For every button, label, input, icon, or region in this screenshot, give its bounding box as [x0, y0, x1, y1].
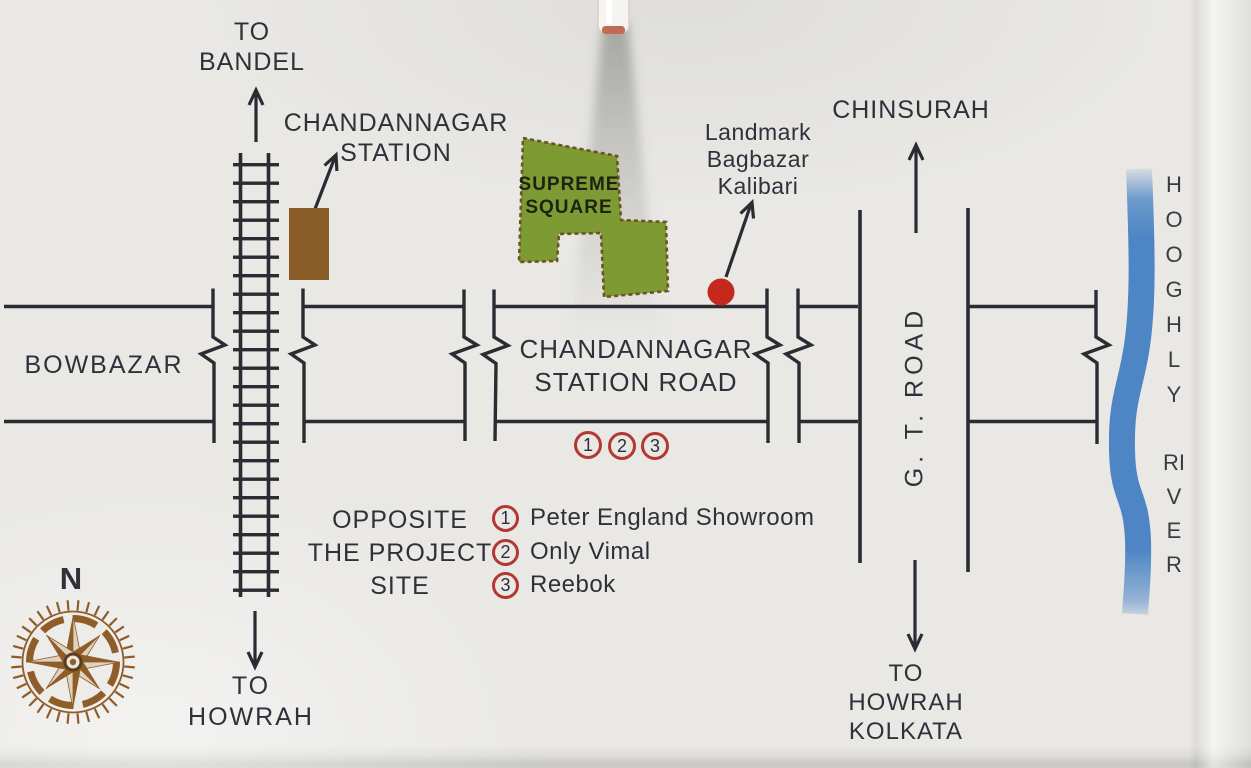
legend-item-2-label: Only Vimal — [530, 538, 651, 565]
road-marker-1: 1 — [574, 431, 602, 459]
supreme-line2: SQUARE — [525, 197, 613, 218]
station-building — [289, 208, 329, 280]
legend-heading-line1: OPPOSITE — [332, 506, 468, 534]
legend-item-1-circle: 1 — [492, 504, 519, 532]
landmark-pointer-arrow — [724, 199, 756, 278]
station-road-lines — [4, 304, 1096, 424]
chinsurah-label: CHINSURAH — [832, 96, 990, 124]
legend-item-1: 1 Peter England Showroom — [492, 502, 815, 534]
legend-item-1-label: Peter England Showroom — [530, 504, 815, 531]
hooghly-vertical-label: HOOGHLY — [1165, 172, 1183, 407]
landmark-line1: Landmark — [704, 119, 812, 145]
station-pointer-arrow — [313, 151, 339, 210]
to-bandel-line2: BANDEL — [198, 48, 306, 76]
road-marker-3: 3 — [641, 432, 669, 460]
legend-item-2-num: 2 — [500, 541, 511, 562]
to-howrah-rail-label: TO HOWRAH — [188, 671, 314, 733]
legend-heading: OPPOSITE THE PROJECT SITE — [308, 504, 493, 603]
legend-heading-line3: SITE — [370, 572, 430, 600]
legend-item-3-num: 3 — [500, 574, 511, 595]
paper-clip — [597, 0, 630, 34]
river-vertical-label: RIVER — [1163, 450, 1185, 577]
to-howrah-rail-line1: TO — [231, 672, 271, 700]
station-line1: CHANDANNAGAR — [283, 109, 509, 137]
station-road-line1: CHANDANNAGAR — [519, 334, 753, 364]
supreme-square-site — [517, 136, 670, 299]
to-bandel-label: TO BANDEL — [199, 17, 305, 77]
to-howrah-gt-line3: KOLKATA — [848, 718, 964, 745]
road-marker-3-num: 3 — [649, 435, 660, 456]
gt-road-lines — [858, 208, 970, 572]
hooghly-river — [1108, 168, 1155, 615]
bowbazar-label: BOWBAZAR — [24, 351, 184, 379]
legend-item-2: 2 Only Vimal — [492, 536, 651, 568]
road-marker-2: 2 — [608, 432, 636, 460]
legend-item-3-circle: 3 — [492, 571, 519, 599]
landmark-kalibari-label: Landmark Bagbazar Kalibari — [705, 119, 811, 200]
landmark-line3: Kalibari — [717, 173, 799, 199]
to-howrah-gt-line2: HOWRAH — [848, 689, 964, 716]
landmark-dot — [707, 278, 735, 306]
legend-item-1-num: 1 — [500, 507, 511, 528]
gt-road-label: G. T. ROAD — [900, 305, 929, 488]
road-marker-2-num: 2 — [616, 435, 627, 456]
station-road-line2: STATION ROAD — [534, 367, 738, 397]
chandannagar-station-label: CHANDANNAGAR STATION — [284, 108, 509, 168]
supreme-square-label: SUPREME SQUARE — [519, 173, 620, 219]
to-howrah-gt-line1: TO — [888, 660, 924, 687]
station-road-label: CHANDANNAGAR STATION ROAD — [519, 333, 752, 399]
landmark-line2: Bagbazar — [706, 146, 810, 172]
railway-track — [233, 153, 279, 597]
road-marker-1-num: 1 — [582, 434, 593, 455]
legend-item-3: 3 Reebok — [492, 569, 616, 601]
road-break-marks — [197, 288, 1113, 444]
to-howrah-kolkata-label: TO HOWRAH KOLKATA — [848, 659, 963, 746]
north-label: N — [59, 561, 83, 596]
legend-heading-line2: THE PROJECT — [307, 539, 493, 567]
legend-item-3-label: Reebok — [530, 571, 616, 598]
direction-arrows — [246, 86, 925, 671]
compass-rose — [11, 600, 135, 724]
to-bandel-line1: TO — [233, 18, 271, 46]
to-howrah-rail-line2: HOWRAH — [188, 703, 314, 731]
legend-item-2-circle: 2 — [492, 538, 519, 566]
station-line2: STATION — [340, 139, 452, 167]
supreme-line1: SUPREME — [518, 174, 620, 195]
